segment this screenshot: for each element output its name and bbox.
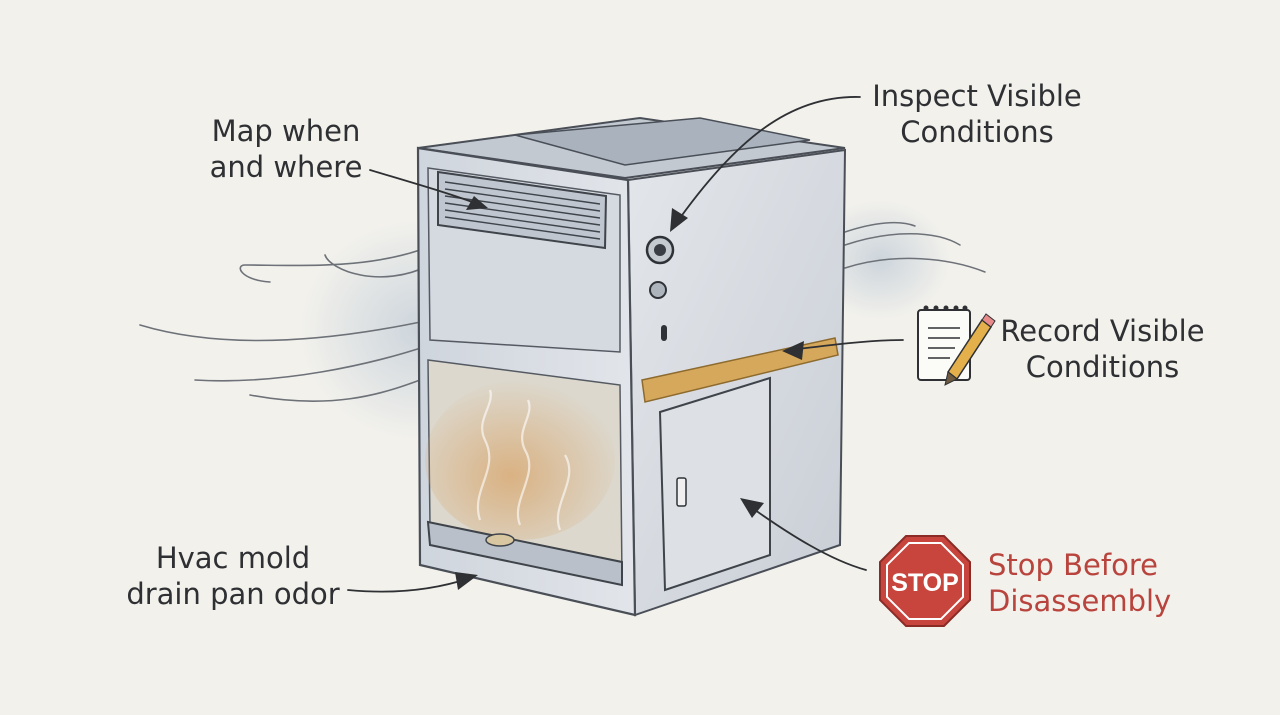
- label-line: and where: [209, 150, 363, 184]
- air-swirls-left: [139, 249, 431, 403]
- air-swirls-right: [844, 221, 986, 273]
- mold-stain: [425, 380, 615, 540]
- label-line: Inspect Visible: [872, 79, 1082, 113]
- access-door: [658, 376, 771, 592]
- stop-sign-text: STOP: [891, 569, 959, 597]
- label-line: Hvac mold: [155, 541, 311, 575]
- drain-pan: [426, 520, 623, 587]
- label-line: Conditions: [1025, 350, 1180, 384]
- label-inspect-visible-conditions: Inspect Visible Conditions: [862, 78, 1092, 150]
- label-map-when-where: Map when and where: [196, 113, 376, 185]
- cabinet-top-opening: [514, 117, 811, 166]
- arrow-heads: [455, 196, 804, 590]
- label-line: Stop Before: [988, 548, 1158, 582]
- drain-fitting: [485, 533, 515, 547]
- label-line: drain pan odor: [126, 577, 340, 611]
- vent-grille: [437, 170, 608, 250]
- label-line: Conditions: [900, 115, 1054, 149]
- label-hvac-mold-drain-pan: Hvac mold drain pan odor: [118, 540, 348, 612]
- notepad-pencil-icon: [917, 305, 996, 386]
- control-knob-center: [654, 244, 666, 256]
- odor-wisps: [476, 389, 571, 531]
- indicator-light: [661, 325, 667, 341]
- control-knob-small: [649, 281, 667, 299]
- label-line: Record Visible: [1000, 314, 1205, 348]
- label-line: Disassembly: [988, 584, 1172, 618]
- label-stop-before-disassembly: Stop Before Disassembly: [988, 547, 1188, 619]
- stop-sign-icon: STOP: [879, 535, 971, 627]
- label-line: Map when: [211, 114, 361, 148]
- door-latch: [676, 477, 687, 507]
- label-record-visible-conditions: Record Visible Conditions: [995, 313, 1210, 385]
